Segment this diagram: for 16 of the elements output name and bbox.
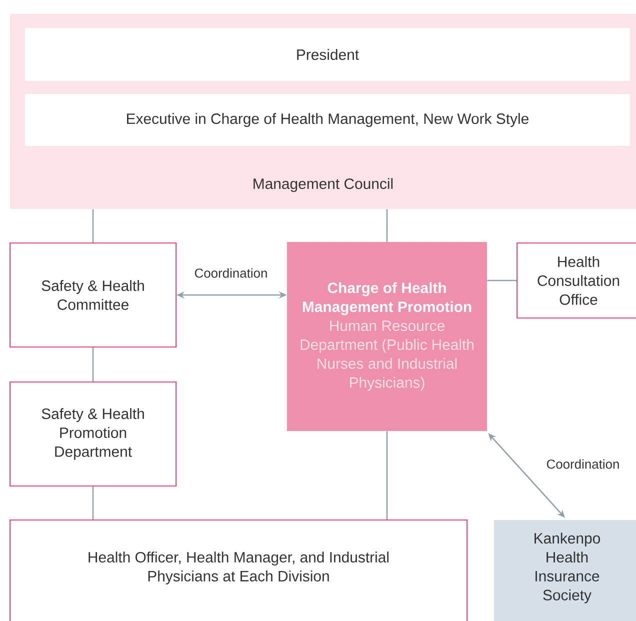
connector bbox=[386, 209, 388, 242]
division-box: Health Officer, Health Manager, and Industrial Physicians at Each Division bbox=[10, 520, 468, 621]
department-box: Safety & Health Promotion Department bbox=[10, 382, 176, 486]
connector bbox=[386, 431, 388, 520]
edge-label: Coordination bbox=[193, 267, 269, 279]
insurance-society-box: Kankenpo Health Insurance Society bbox=[494, 520, 636, 621]
connector bbox=[487, 280, 516, 282]
connector bbox=[92, 348, 94, 382]
promotion-box: Charge of Health Management Promotion Human Resource Department (Public Health Nurses and Industrial Physicians) bbox=[287, 242, 487, 431]
edge-label: Coordination bbox=[545, 458, 621, 470]
connector bbox=[92, 486, 94, 520]
committee-box: Safety & Health Committee bbox=[10, 242, 176, 348]
office-box: Health Consultation Office bbox=[516, 242, 636, 318]
connector bbox=[92, 209, 94, 242]
president-box: President bbox=[25, 28, 630, 81]
executive-box: Executive in Charge of Health Management, New Work Style bbox=[25, 94, 630, 146]
